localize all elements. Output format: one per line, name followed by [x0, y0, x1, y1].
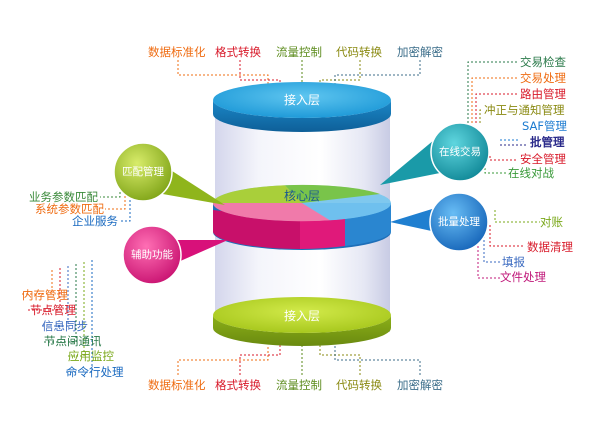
core-disc-label: 核心层 — [283, 189, 320, 203]
batch-bubble-label: 批量处理 — [438, 216, 480, 228]
bottom-label: 流量控制 — [276, 378, 322, 392]
online-connectors — [467, 61, 528, 174]
online-item: SAF管理 — [522, 119, 567, 133]
batch-item: 数据清理 — [527, 240, 573, 254]
top-disc-edge — [213, 100, 391, 132]
online-item: 冲正与通知管理 — [484, 103, 565, 117]
match-bubble-label: 匹配管理 — [122, 166, 164, 178]
batch-item: 对账 — [540, 215, 563, 229]
bottom-label: 数据标准化 — [148, 378, 206, 392]
core-disc — [212, 184, 392, 250]
batch-connectors — [477, 210, 540, 279]
bottom-label: 代码转换 — [336, 378, 382, 392]
top-label: 流量控制 — [276, 45, 322, 59]
batch-bubble — [390, 192, 489, 252]
top-label: 数据标准化 — [148, 45, 206, 59]
online-item: 路由管理 — [520, 87, 566, 101]
top-disc — [213, 82, 391, 118]
match-item: 企业服务 — [72, 214, 118, 228]
assist-bubble-label: 辅助功能 — [131, 249, 173, 261]
bottom-disc — [213, 297, 391, 333]
online-item: 安全管理 — [520, 152, 566, 166]
top-label: 格式转换 — [215, 45, 261, 59]
assist-item: 命令行处理 — [66, 365, 124, 379]
bottom-label: 加密解密 — [397, 378, 443, 392]
match-bubble — [113, 142, 225, 205]
online-item: 交易处理 — [520, 71, 566, 85]
online-item: 批管理 — [530, 135, 565, 149]
assist-item: 信息同步 — [42, 319, 88, 333]
assist-connectors — [22, 260, 93, 373]
assist-item: 节点管理 — [30, 303, 76, 317]
assist-item: 内存管理 — [22, 288, 68, 302]
match-item: 系统参数匹配 — [35, 202, 104, 216]
bottom-connectors — [177, 345, 421, 375]
bottom-label: 格式转换 — [215, 378, 261, 392]
assist-item: 节点间通讯 — [44, 334, 102, 348]
match-connectors — [100, 188, 131, 222]
top-label: 加密解密 — [397, 45, 443, 59]
match-item: 业务参数匹配 — [29, 190, 98, 204]
bottom-disc-edge — [213, 315, 391, 346]
assist-item: 应用监控 — [68, 349, 114, 363]
online-item: 在线对战 — [508, 166, 554, 180]
batch-item: 文件处理 — [500, 270, 546, 284]
batch-item: 填报 — [502, 255, 525, 269]
bottom-disc-label: 接入层 — [283, 309, 320, 323]
online-bubble — [380, 122, 490, 185]
assist-bubble — [122, 225, 228, 285]
online-bubble-label: 在线交易 — [439, 146, 481, 158]
online-item: 交易检查 — [520, 55, 566, 69]
top-disc-label: 接入层 — [283, 93, 320, 107]
top-label: 代码转换 — [336, 45, 382, 59]
